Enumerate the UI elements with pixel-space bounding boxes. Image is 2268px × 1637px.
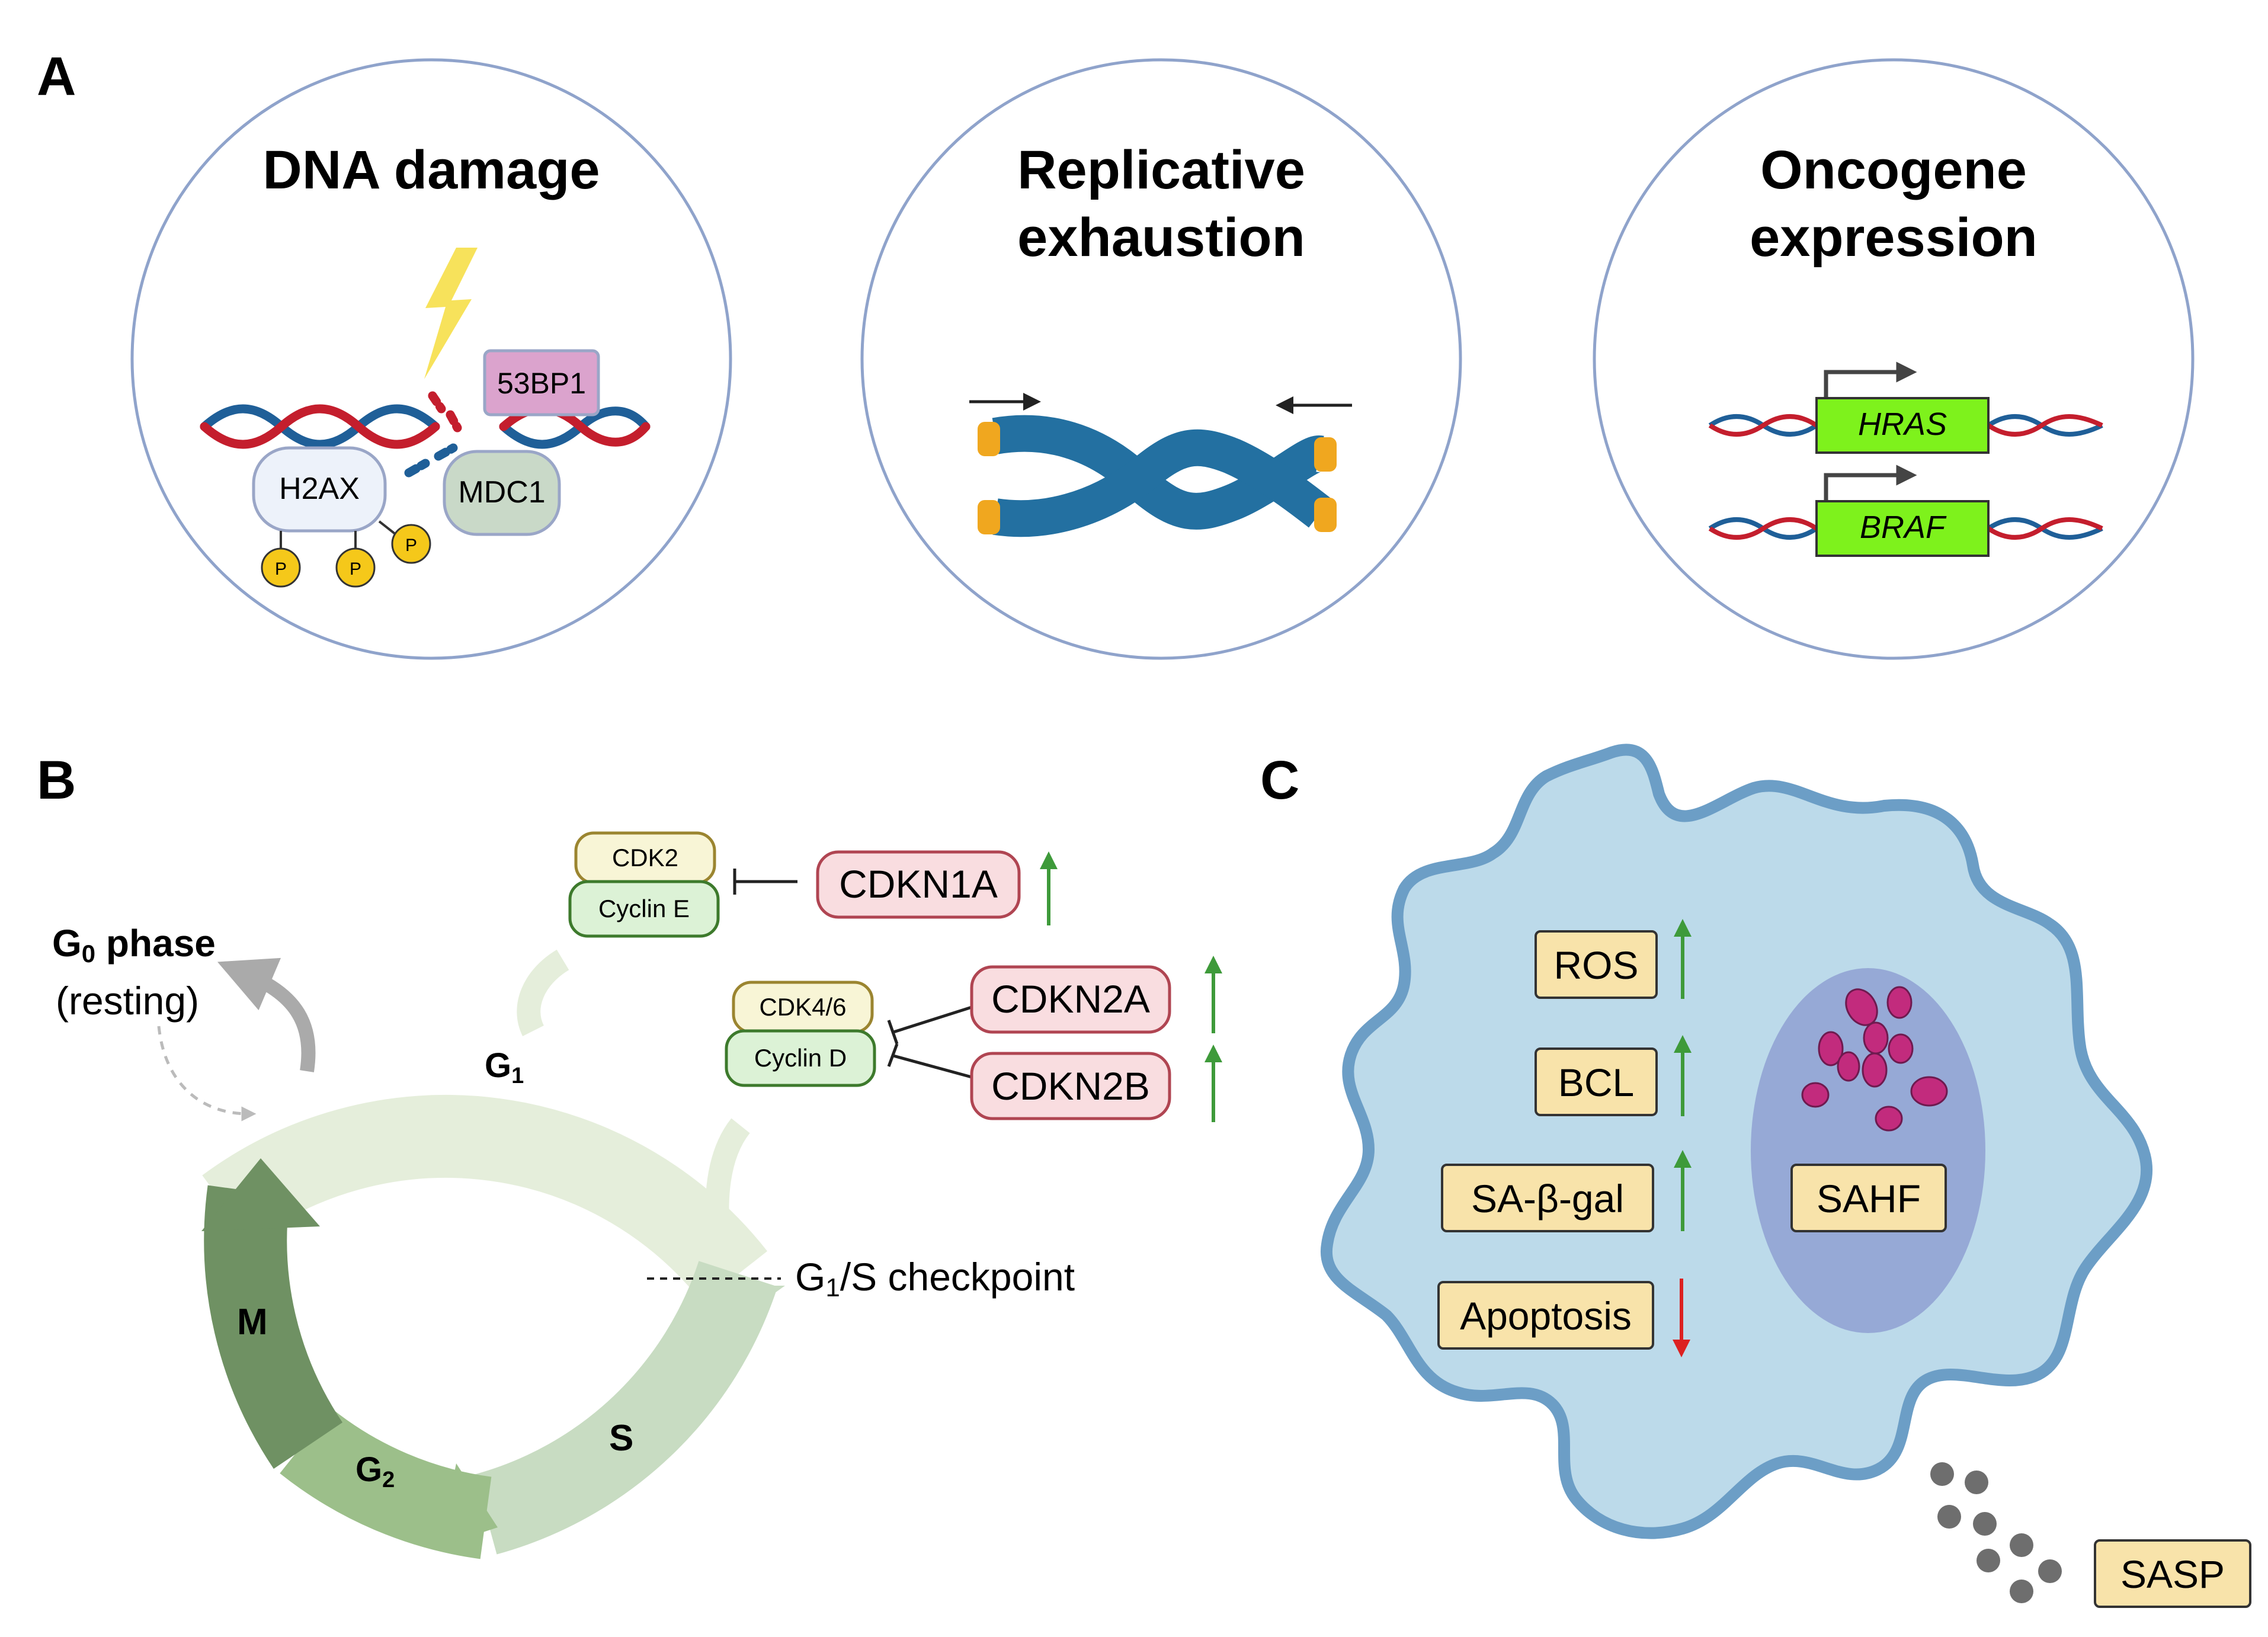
protein-mdc1-label: MDC1: [458, 475, 545, 510]
phase-label-m: M: [237, 1302, 268, 1343]
inhibitor-box-cdkn1a: [816, 850, 1021, 919]
phase-label-s: S: [609, 1418, 633, 1459]
g2-arrow-head: [440, 1463, 498, 1546]
protein-mdc1: [443, 450, 561, 536]
sasp-label: SASP: [2120, 1552, 2225, 1596]
telomere-cap: [978, 500, 1000, 534]
dna-damage-title: DNA damage: [262, 140, 600, 200]
protein-53bp1-label: 53BP1: [497, 367, 586, 400]
marker-apoptosis-label: Apoptosis: [1460, 1294, 1632, 1338]
inhibitor-cdkn1a-label: CDKN1A: [839, 862, 998, 906]
panel-letter-a: A: [37, 46, 76, 107]
inhibitor-box-cdkn2b: [970, 1052, 1171, 1120]
g1-branch: [517, 949, 569, 1036]
phase-label-g2: G2: [355, 1450, 395, 1492]
promoter-arrow-icon: [1824, 464, 1917, 501]
g0-phase-label: G0 phase: [52, 922, 216, 968]
protein-53bp1: [483, 349, 600, 417]
g1-arc: [202, 1095, 768, 1303]
oncogene-box-hras: [1815, 397, 1990, 454]
cyclin-e-label: Cyclin E: [598, 895, 690, 922]
chromatin-foci: [1801, 986, 1948, 1132]
sahf-label-box: [1790, 1164, 1947, 1232]
sasp-particles: [1930, 1462, 2062, 1603]
sahf-label: SAHF: [1817, 1177, 1921, 1220]
marker-box-apoptosis: [1437, 1281, 1654, 1350]
m-arrow-head: [201, 1158, 320, 1231]
inhibitor-box-cdkn2a: [970, 965, 1171, 1034]
panel-letter-b: B: [37, 750, 76, 811]
cyclin-d-label: Cyclin D: [754, 1044, 847, 1072]
sasp-label-box: [2094, 1539, 2251, 1608]
promoter-arrow-icon: [1824, 361, 1917, 398]
replicative-title-line1: Replicative: [1017, 140, 1305, 200]
panel-b: G0 phase (resting) G1 S G2 M G1/S checkp…: [52, 831, 1222, 1559]
svg-text:P: P: [350, 559, 361, 579]
inhibitor-cdkn2a-label: CDKN2A: [991, 977, 1150, 1021]
phospho-icon: P: [335, 547, 376, 588]
s-arc: [474, 1260, 778, 1555]
replicative-title-line2: exhaustion: [1017, 207, 1305, 268]
marker-bcl-label: BCL: [1558, 1061, 1634, 1104]
kinase-cdk46-label: CDK4/6: [759, 993, 846, 1021]
oncogene-expression-circle: Oncogene expression HRAS BRAF: [1593, 58, 2195, 660]
telomere-cap: [1314, 437, 1337, 472]
marker-box-bcl: [1535, 1047, 1658, 1116]
lightning-icon: [424, 248, 478, 379]
phospho-icon: P: [261, 547, 301, 588]
nucleus: [1751, 968, 1985, 1333]
panel-c: SAHF ROS BCL SA-β-gal Apoptosis SASP: [1320, 744, 2251, 1608]
phase-label-g1: G1: [485, 1046, 524, 1088]
chromosome-icon: [978, 415, 1337, 537]
phospho-groups: [280, 520, 397, 550]
protein-h2ax: [252, 446, 387, 533]
inhibition-lines: [733, 869, 972, 1079]
replicative-exhaustion-circle: Replicative exhaustion: [860, 58, 1462, 660]
cyclin-box-cyclin-e: [568, 880, 720, 938]
svg-text:P: P: [275, 559, 287, 579]
panel-a: DNA damage 53BP1 H2AX MDC1: [130, 58, 2195, 660]
g0-resting-label: (resting): [56, 979, 199, 1023]
marker-sa-beta-gal-label: SA-β-gal: [1471, 1177, 1624, 1220]
g0-reentry-arrow: [157, 1026, 257, 1122]
dna-helix-damaged: [200, 391, 651, 478]
oncogene-box-braf: [1815, 500, 1990, 557]
marker-ros-label: ROS: [1553, 943, 1638, 987]
senescent-cell-body: [1320, 744, 2153, 1539]
s-arrow-head: [690, 1286, 785, 1315]
marker-box-sa-beta-gal: [1441, 1164, 1654, 1232]
protein-h2ax-label: H2AX: [279, 472, 360, 506]
cyclin-box-cyclin-d: [725, 1029, 876, 1087]
oncogene-title-line2: expression: [1750, 207, 2038, 268]
oncogene-dna-strands: [1708, 414, 2103, 540]
g0-exit-arrow: [217, 957, 316, 1072]
oncogene-title-line1: Oncogene: [1760, 140, 2027, 200]
inhibitor-cdkn2b-label: CDKN2B: [991, 1064, 1150, 1108]
marker-box-ros: [1535, 930, 1658, 999]
svg-text:P: P: [405, 536, 417, 555]
cell-cycle-ring: [201, 949, 785, 1559]
phospho-icon: P: [391, 524, 431, 564]
oncogene-braf-label: BRAF: [1860, 510, 1947, 545]
g1-branch: [705, 1118, 751, 1246]
telomere-cap: [978, 422, 1000, 456]
kinase-cdk2-label: CDK2: [612, 844, 678, 872]
dna-damage-circle: DNA damage 53BP1 H2AX MDC1: [130, 58, 732, 660]
oncogene-hras-label: HRAS: [1858, 406, 1947, 442]
telomere-cap: [1314, 498, 1337, 532]
panel-letter-c: C: [1260, 750, 1299, 811]
checkpoint-label: G1/S checkpoint: [795, 1255, 1075, 1302]
